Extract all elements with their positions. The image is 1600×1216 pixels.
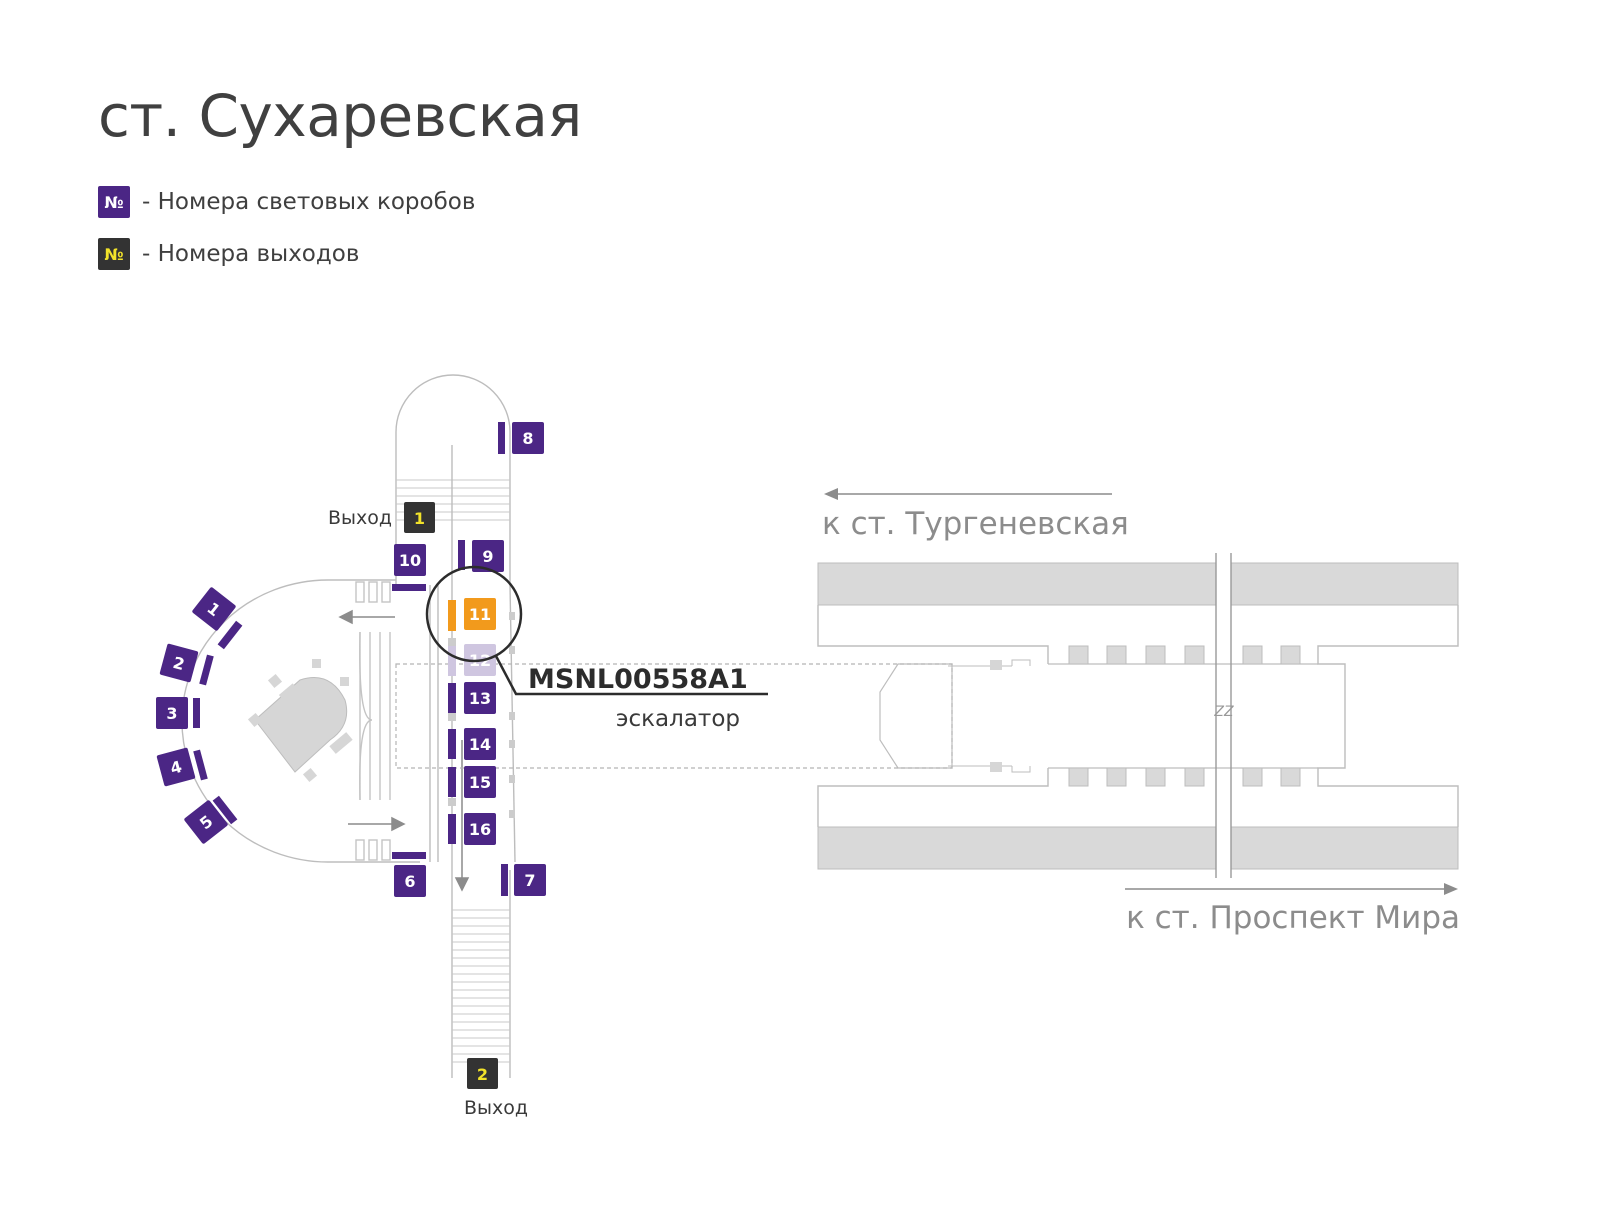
lightbox-14[interactable]: 14	[448, 728, 496, 760]
highlight-callout-line	[494, 655, 768, 696]
lightbox-5-badge	[184, 800, 228, 844]
lightbox-6-bar	[392, 852, 426, 859]
lightbox-8[interactable]: 8	[498, 422, 544, 454]
lightbox-9[interactable]: 9	[458, 540, 504, 572]
lightbox-5-bar	[212, 795, 238, 825]
lightbox-7-number: 7	[524, 871, 535, 890]
lightbox-14-badge	[464, 728, 496, 760]
lightbox-3-number: 3	[166, 704, 177, 723]
column-posts	[448, 612, 515, 818]
lightbox-4[interactable]: 4	[156, 747, 208, 787]
highlight-circle	[425, 565, 523, 663]
direction-bottom-label: к ст. Проспект Мира	[1126, 900, 1460, 936]
lightbox-3-bar	[193, 698, 200, 728]
lightbox-6-number: 6	[404, 872, 415, 891]
lightbox-12-bar	[448, 646, 456, 676]
lightbox-3[interactable]: 3	[156, 697, 200, 729]
lightbox-6-badge	[394, 865, 426, 897]
lightbox-14-number: 14	[469, 735, 491, 754]
lightbox-13[interactable]: 13	[448, 682, 496, 714]
lightbox-15[interactable]: 15	[448, 766, 496, 798]
exit-1[interactable]: 1 Выход	[328, 502, 435, 533]
lightbox-4-number: 4	[168, 757, 184, 778]
lightbox-10-bar	[392, 584, 426, 591]
exit-number-icon: №	[98, 238, 130, 270]
lightbox-10[interactable]: 10	[392, 544, 426, 591]
lightbox-1-badge	[192, 587, 236, 631]
lightbox-11[interactable]: 11	[448, 598, 496, 631]
lightbox-10-number: 10	[399, 551, 421, 570]
lightbox-4-badge	[156, 747, 196, 787]
legend-exit-text: - Номера выходов	[142, 241, 360, 267]
highlight-place: эскалатор	[616, 706, 740, 732]
direction-top: к ст. Тургеневская	[822, 488, 1129, 542]
lightbox-11-number: 11	[469, 605, 491, 624]
exit-2-number: 2	[477, 1065, 488, 1084]
lightbox-number-icon: №	[98, 186, 130, 218]
legend-lightbox-text: - Номера световых коробов	[142, 189, 476, 215]
lightbox-8-badge	[512, 422, 544, 454]
lightbox-5[interactable]: 5	[184, 795, 238, 845]
lightbox-13-bar	[448, 683, 456, 713]
central-kiosk	[247, 659, 353, 783]
lightbox-16-badge	[464, 813, 496, 845]
lightbox-14-bar	[448, 729, 456, 759]
lightbox-1[interactable]: 1	[192, 587, 243, 650]
flow-arrows	[338, 609, 470, 892]
lightbox-2-number: 2	[171, 653, 187, 674]
track-break-mark: ZZ	[1213, 704, 1234, 720]
exit-1-number: 1	[414, 509, 425, 528]
highlight-code: MSNL00558A1	[528, 664, 748, 695]
legend-exit: № - Номера выходов	[98, 238, 359, 270]
lightbox-4-bar	[193, 749, 208, 781]
lightbox-15-number: 15	[469, 773, 491, 792]
lightbox-9-number: 9	[482, 547, 493, 566]
exit-2[interactable]: 2 Выход	[464, 1058, 528, 1119]
platform: ZZ	[817, 553, 1459, 878]
lightbox-13-number: 13	[469, 689, 491, 708]
lightbox-9-bar	[458, 540, 465, 570]
lightbox-2[interactable]: 2	[159, 643, 214, 686]
lightbox-16[interactable]: 16	[448, 813, 496, 845]
direction-bottom: к ст. Проспект Мира	[1125, 883, 1460, 936]
lightbox-6[interactable]: 6	[392, 852, 426, 897]
vestibule	[181, 374, 516, 1078]
exit-2-label: Выход	[464, 1097, 528, 1119]
lightbox-2-bar	[199, 654, 214, 686]
lightbox-15-badge	[464, 766, 496, 798]
lightbox-16-bar	[448, 814, 456, 844]
lightbox-9-badge	[472, 540, 504, 572]
lightbox-7-bar	[501, 864, 508, 896]
lightbox-8-bar	[498, 422, 505, 454]
direction-top-label: к ст. Тургеневская	[822, 506, 1129, 542]
lightbox-13-badge	[464, 682, 496, 714]
lightbox-15-bar	[448, 767, 456, 797]
lightbox-7-badge	[514, 864, 546, 896]
lightbox-7[interactable]: 7	[501, 864, 546, 896]
lightbox-1-bar	[217, 620, 243, 650]
lightbox-10-badge	[394, 544, 426, 576]
station-title: ст. Сухаревская	[98, 82, 582, 150]
lightbox-11-badge	[464, 598, 496, 630]
lightbox-16-number: 16	[469, 820, 491, 839]
lightbox-11-bar	[448, 600, 456, 631]
lightbox-2-badge	[159, 643, 199, 683]
legend-lightbox: № - Номера световых коробов	[98, 186, 475, 218]
lightbox-8-number: 8	[522, 429, 533, 448]
exit-1-label: Выход	[328, 507, 392, 529]
lightbox-3-badge	[156, 697, 188, 729]
escalator-tunnel	[395, 663, 953, 769]
